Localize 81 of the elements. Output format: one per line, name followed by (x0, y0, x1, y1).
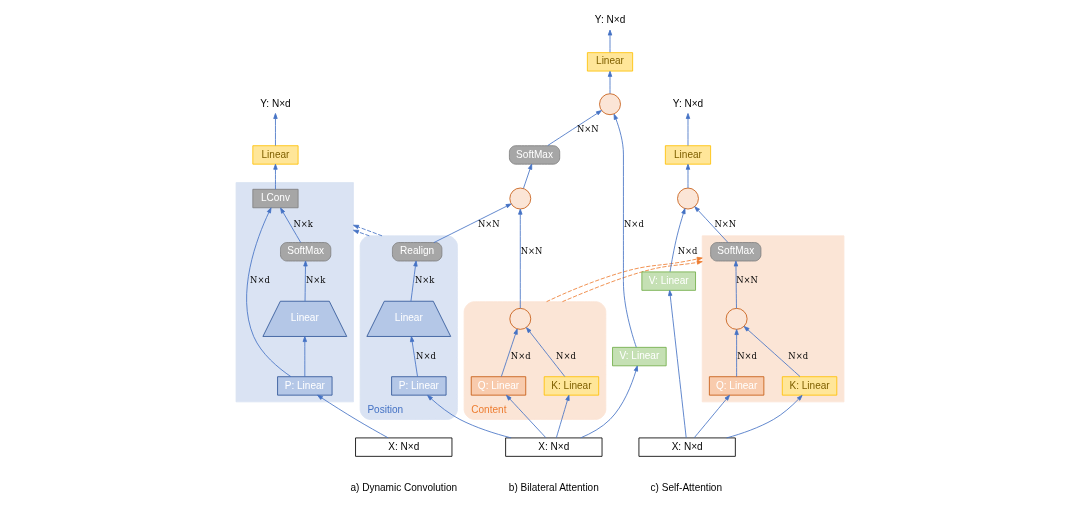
arrow (505, 394, 546, 439)
arrow (352, 224, 382, 237)
node-circle (508, 187, 531, 210)
node-box: Realign (391, 242, 442, 262)
arrow (316, 394, 389, 439)
node-text: Y: N×d (672, 97, 703, 109)
arrow (500, 328, 518, 377)
edge-label: N×d (736, 350, 757, 361)
arrow (555, 394, 570, 439)
edge-label: N×d (623, 218, 644, 229)
node-box: X: N×d (504, 437, 602, 457)
arrow (667, 290, 687, 439)
arrow (410, 260, 418, 302)
node-box: K: Linear (781, 376, 837, 396)
arrow (302, 336, 307, 377)
node-box: Linear (251, 145, 299, 165)
edge-label: N×N (713, 218, 736, 229)
arrow (546, 110, 602, 146)
arrow (733, 260, 738, 309)
arrow (613, 113, 637, 348)
arrow (352, 229, 370, 237)
node-box: P: Linear (276, 376, 332, 396)
edge-label: N×N (520, 245, 542, 256)
arrow (272, 113, 278, 146)
arrow (522, 163, 532, 189)
edge-label: N×k (414, 275, 434, 286)
arrow (409, 336, 418, 377)
node-box: V: Linear (640, 271, 696, 291)
arrow (245, 207, 291, 378)
node-box: SoftMax (508, 145, 560, 165)
node-circle (598, 93, 621, 116)
label: c) Self-Attention (650, 481, 722, 493)
node-box: K: Linear (543, 376, 599, 396)
edge-label: N×N (735, 275, 758, 286)
edge-label: N×d (249, 275, 270, 286)
node-box: X: N×d (354, 437, 452, 457)
node-circle (508, 307, 531, 330)
node-box: P: Linear (390, 376, 446, 396)
arrow (545, 256, 703, 303)
node-box: X: N×d (638, 437, 736, 457)
node-box: V: Linear (611, 346, 667, 367)
edge-label: N×k (292, 218, 313, 229)
edge-label: N×d (555, 350, 576, 361)
edge-label: N×d (415, 350, 436, 361)
node-box: Q: Linear (470, 376, 526, 396)
node-circle (676, 187, 699, 210)
node-box: Q: Linear (708, 376, 764, 396)
arrow (426, 395, 512, 439)
node-text: Y: N×d (259, 97, 291, 109)
label: b) Bilateral Attention (508, 481, 599, 493)
node-box: Linear (664, 145, 711, 165)
arrow (607, 70, 612, 94)
edge-label: N×d (787, 350, 808, 361)
arrow (517, 208, 522, 309)
arrow (733, 329, 739, 377)
edge-label: N×k (305, 275, 325, 286)
arrow (693, 206, 728, 243)
arrow (685, 113, 690, 146)
node-text: Y: N×d (594, 14, 625, 26)
arrow (579, 365, 638, 439)
arrow (433, 203, 512, 243)
label: a) Dynamic Convolution (349, 481, 457, 493)
edge-label: N×N (576, 124, 599, 135)
arrow (685, 163, 690, 189)
edge-label: N×d (510, 350, 531, 361)
arrow (302, 260, 308, 302)
arrow (607, 29, 612, 53)
arrow (561, 260, 703, 303)
node-box: LConv (251, 188, 299, 209)
arrow (743, 326, 800, 377)
arrow (279, 207, 301, 243)
node-box: Linear (586, 52, 633, 72)
arrow (669, 208, 685, 273)
edge-label: N×N (477, 218, 500, 229)
edge-label: N×d (677, 245, 697, 256)
node-box: SoftMax (709, 242, 761, 262)
arrow (693, 394, 730, 439)
arrow (525, 327, 565, 377)
arrow (725, 395, 802, 439)
arrow (272, 163, 278, 190)
node-box: SoftMax (279, 242, 331, 262)
